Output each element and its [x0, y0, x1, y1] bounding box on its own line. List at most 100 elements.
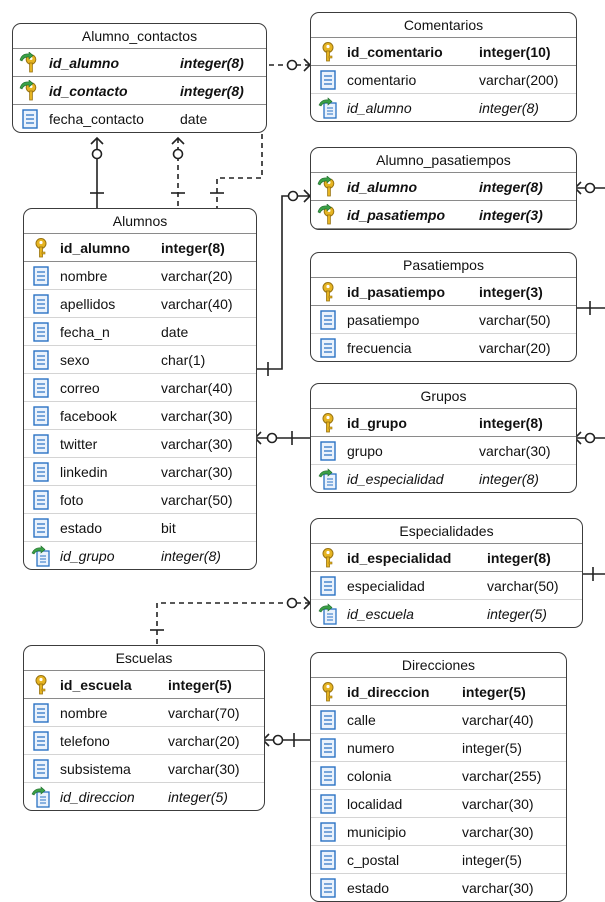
- field-name: nombre: [60, 704, 108, 721]
- field-type: integer(8): [479, 414, 543, 431]
- column-icon: [317, 877, 339, 899]
- field-name: id_pasatiempo: [347, 283, 446, 300]
- field-type: integer(5): [168, 788, 228, 805]
- field-row[interactable]: id_grupo integer(8): [311, 409, 576, 437]
- field-name: c_postal: [347, 851, 400, 868]
- column-icon: [30, 517, 52, 539]
- column-icon: [317, 821, 339, 843]
- foreign-key-icon: [317, 602, 339, 625]
- column-icon: [30, 730, 52, 752]
- field-type: varchar(255): [462, 767, 542, 784]
- field-type: varchar(50): [161, 491, 233, 508]
- field-name: nombre: [60, 267, 108, 284]
- column-icon: [317, 737, 339, 759]
- rel-comentarios-alumno: [216, 64, 310, 208]
- field-type: varchar(30): [462, 823, 534, 840]
- field-name: correo: [60, 379, 100, 396]
- table-title: Alumno_contactos: [13, 24, 266, 49]
- column-icon: [317, 709, 339, 731]
- foreign-key-icon: [30, 544, 52, 567]
- field-row[interactable]: municipio varchar(30): [311, 818, 566, 846]
- field-type: varchar(30): [462, 879, 534, 896]
- field-name: id_grupo: [347, 414, 407, 431]
- field-name: id_escuela: [60, 676, 132, 693]
- rel-especialidades-escuela: [156, 602, 310, 645]
- field-type: bit: [161, 519, 176, 536]
- field-row[interactable]: colonia varchar(255): [311, 762, 566, 790]
- table-title: Pasatiempos: [311, 253, 576, 278]
- field-name: municipio: [347, 823, 407, 840]
- field-name: telefono: [60, 732, 110, 749]
- rel-pasatiempos-alumno: [255, 195, 310, 370]
- table-title: Alumnos: [24, 209, 256, 234]
- field-name: comentario: [347, 71, 417, 88]
- field-name: colonia: [347, 767, 392, 784]
- field-name: id_pasatiempo: [347, 206, 446, 223]
- field-row[interactable]: nombre varchar(20): [24, 262, 256, 290]
- field-name: apellidos: [60, 295, 116, 312]
- field-name: calle: [347, 711, 376, 728]
- field-type: varchar(30): [479, 442, 551, 459]
- primary-foreign-key-icon: [317, 203, 339, 226]
- column-icon: [317, 309, 339, 331]
- table-title: Comentarios: [311, 13, 576, 38]
- field-type: varchar(20): [161, 267, 233, 284]
- primary-key-icon: [317, 681, 339, 703]
- field-type: integer(8): [161, 547, 221, 564]
- field-name: id_contacto: [49, 82, 128, 99]
- table-title: Direcciones: [311, 653, 566, 678]
- field-type: integer(8): [161, 239, 225, 256]
- column-icon: [30, 349, 52, 371]
- column-icon: [30, 461, 52, 483]
- column-icon: [30, 433, 52, 455]
- table-title: Grupos: [311, 384, 576, 409]
